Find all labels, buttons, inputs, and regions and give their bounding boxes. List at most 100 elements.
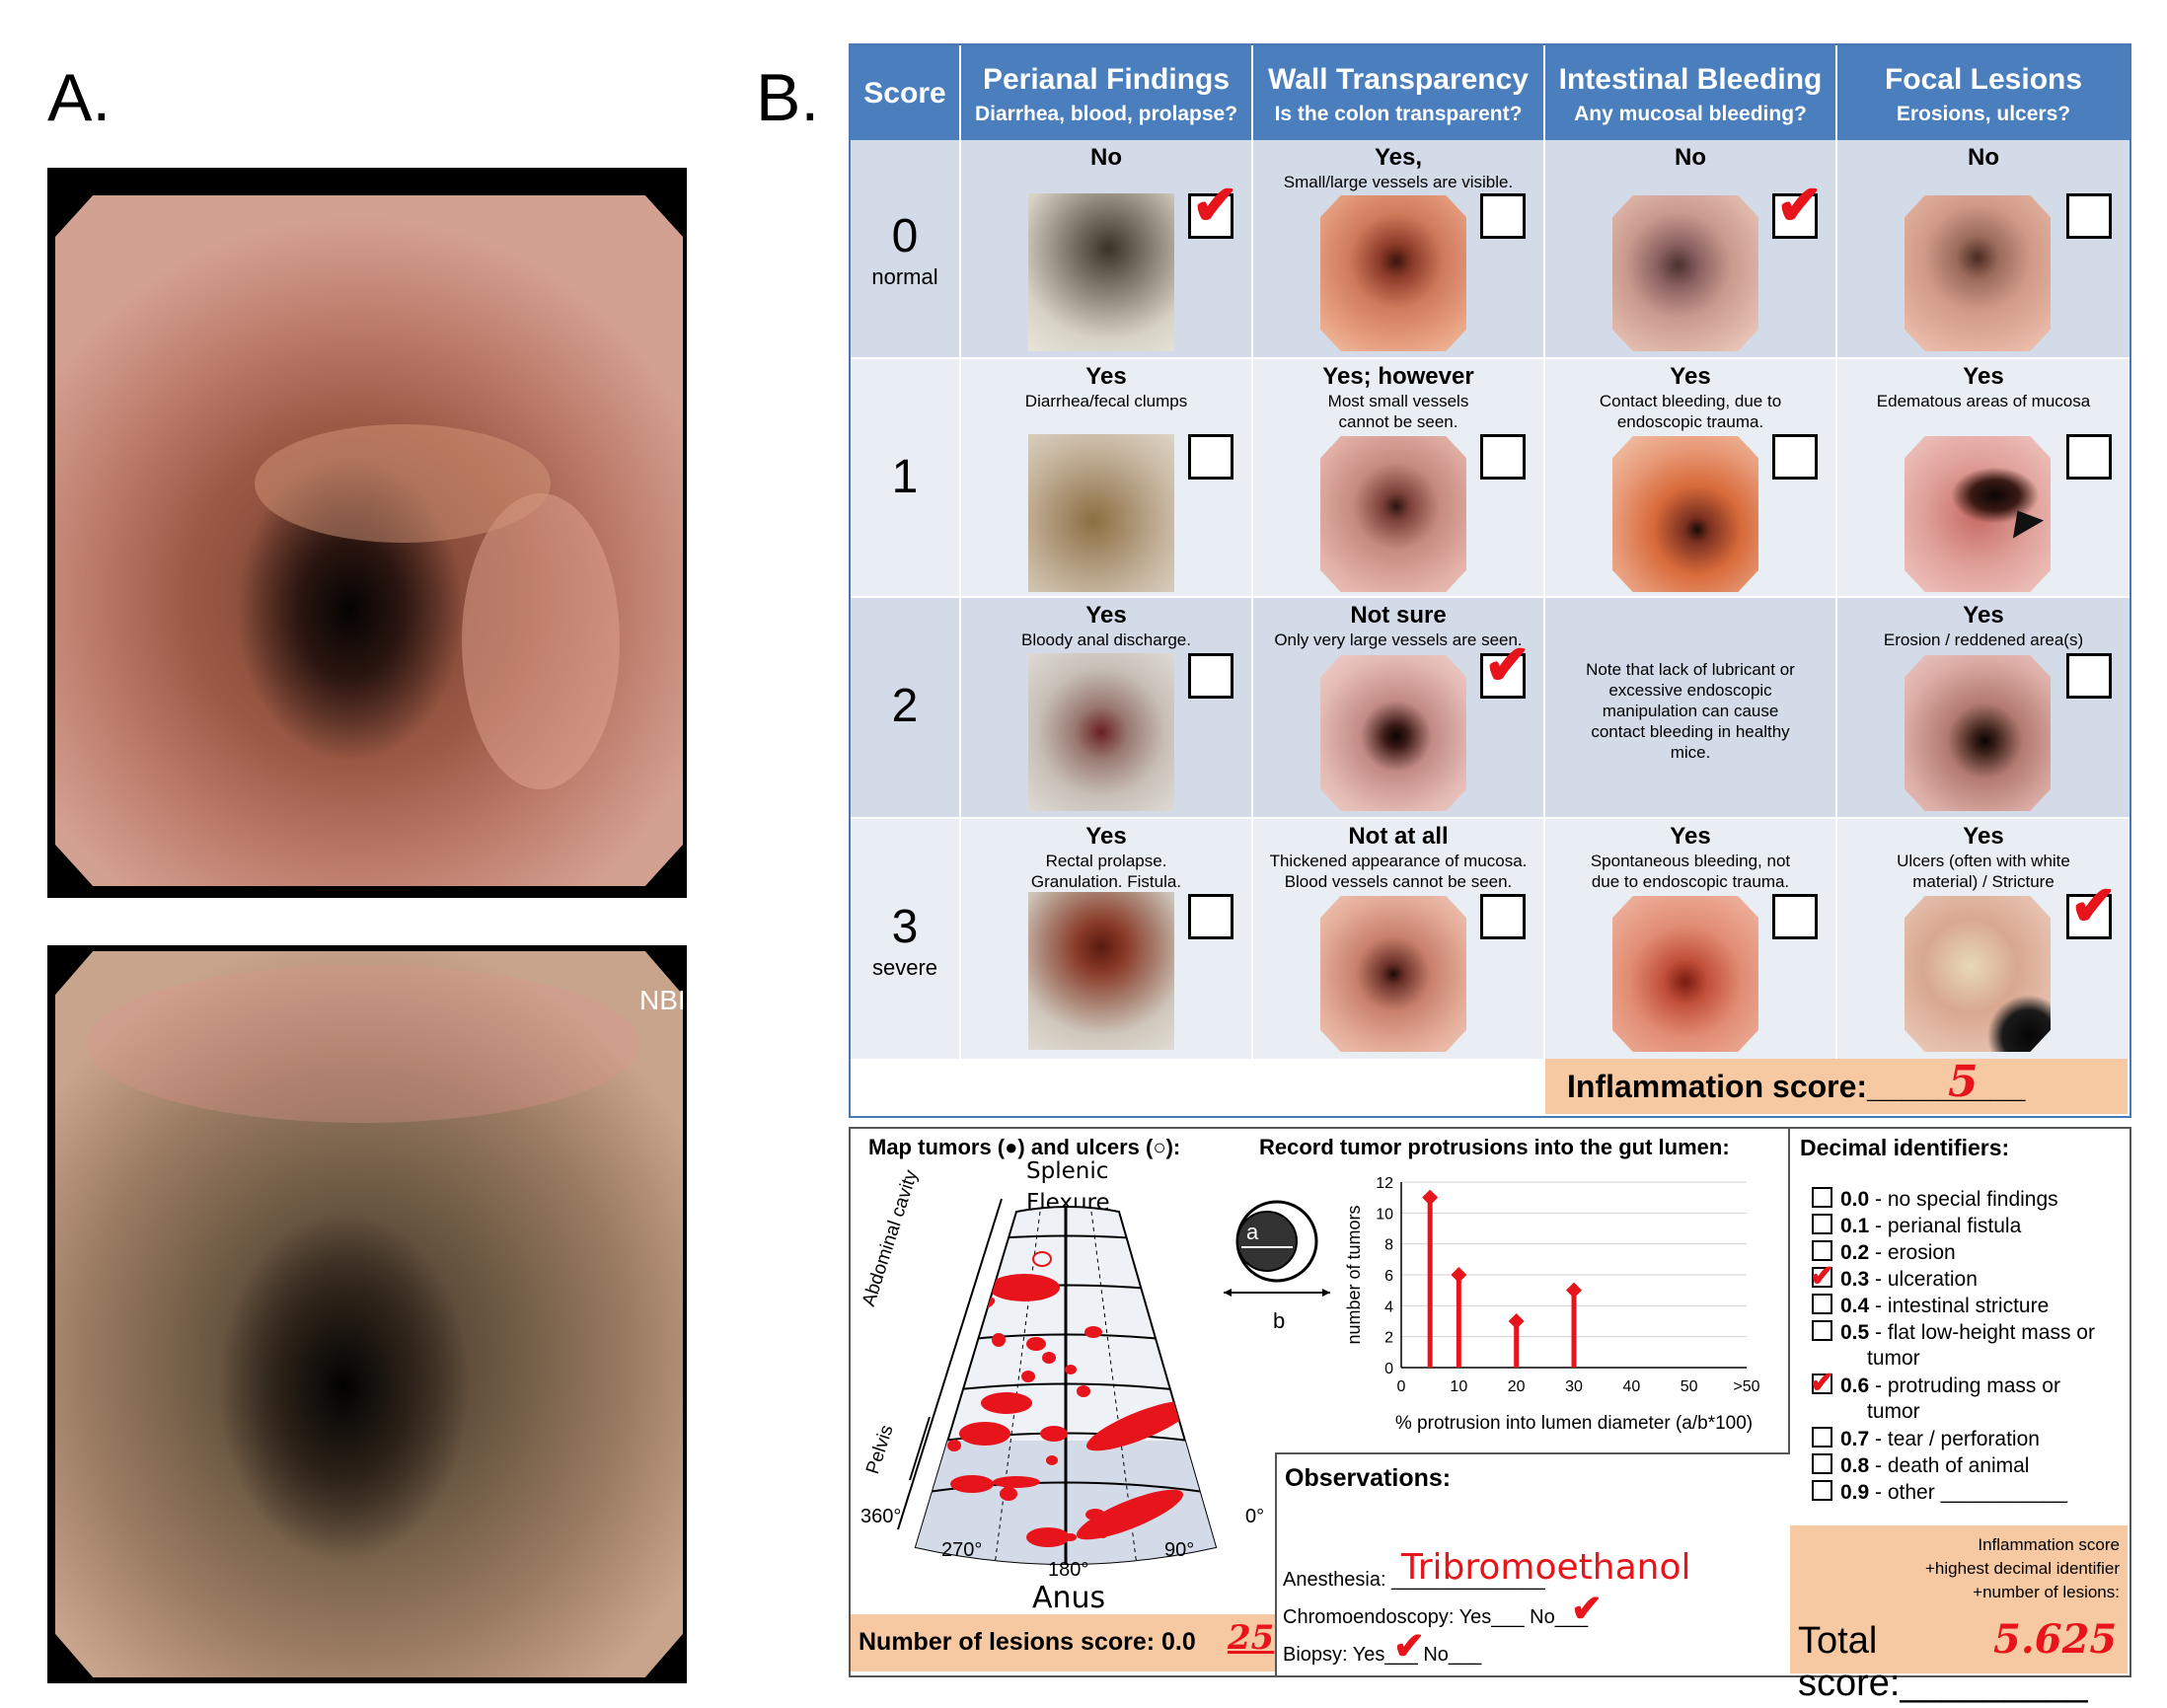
decimal-code: 0.0 <box>1840 1188 1870 1211</box>
checkbox-r1-perianal[interactable] <box>1188 434 1233 480</box>
biopsy-yes-check: ✔ <box>1393 1626 1425 1668</box>
checkbox-r1-focal[interactable] <box>2066 434 2112 480</box>
decimal-item: 0.0 - no special findings <box>1812 1187 2058 1212</box>
decimal-text: - protruding mass or <box>1869 1374 2060 1397</box>
total-note-1: Inflammation score <box>1978 1535 2120 1554</box>
header-wall-transparency: Wall Transparency Is the colon transpare… <box>1253 45 1543 140</box>
colon-image <box>1612 436 1758 592</box>
cell-description: Contact bleeding, due to endoscopic trau… <box>1599 392 1782 431</box>
cell-description: Thickened appearance of mucosa. Blood ve… <box>1269 852 1528 891</box>
cell-answer: No <box>1968 144 1999 171</box>
checkbox-r3-focal[interactable] <box>2066 894 2112 939</box>
decimal-checkbox[interactable] <box>1812 1480 1832 1501</box>
colon-image <box>1905 436 2051 592</box>
endoscopy-image-nbi <box>55 951 683 1677</box>
x-tick-label: 20 <box>1508 1378 1526 1395</box>
cell-answer: Yes <box>1085 823 1127 850</box>
colon-image <box>1905 896 2051 1052</box>
decimal-code: 0.1 <box>1840 1215 1870 1237</box>
cell-description: Rectal prolapse. Granulation. Fistula. <box>1030 852 1182 891</box>
checkbox-r1-wall[interactable] <box>1480 434 1526 480</box>
header-score-label: Score <box>863 77 946 110</box>
cell-r2-wall: Not sure Only very large vessels are see… <box>1253 602 1543 650</box>
cell-answer: Yes, <box>1374 144 1423 171</box>
checkbox-r0-focal[interactable] <box>2066 193 2112 239</box>
decimal-checkbox[interactable] <box>1812 1374 1832 1394</box>
colon-image <box>1905 195 2051 351</box>
decimal-checkbox[interactable] <box>1812 1267 1832 1288</box>
check-mark: ✔ <box>1484 633 1531 696</box>
x-tick-label: 10 <box>1450 1378 1467 1395</box>
score-1: 1 <box>891 451 919 503</box>
decimal-item: 0.7 - tear / perforation <box>1812 1427 2040 1451</box>
inflammation-score-box: Inflammation score:_________ 5 <box>1545 1057 2128 1114</box>
anesthesia-label: Anesthesia: ______________ <box>1283 1569 1545 1591</box>
decimal-code: 0.9 <box>1840 1481 1870 1504</box>
checkbox-r1-bleeding[interactable] <box>1772 434 1818 480</box>
checkbox-r2-wall[interactable] <box>1480 653 1526 699</box>
header-intestinal-bleeding: Intestinal Bleeding Any mucosal bleeding… <box>1545 45 1835 140</box>
checkbox-r3-perianal[interactable] <box>1188 894 1233 939</box>
checkbox-r2-perianal[interactable] <box>1188 653 1233 699</box>
decimal-item: tumor <box>1812 1400 1920 1424</box>
colon-image <box>1612 896 1758 1052</box>
nbi-pink-rim <box>87 965 639 1123</box>
decimal-checkbox[interactable] <box>1812 1453 1832 1474</box>
cell-r3-focal: Yes Ulcers (often with white material) /… <box>1837 823 2130 892</box>
cell-description: Bloody anal discharge. <box>1020 631 1191 649</box>
x-tick-label: 40 <box>1622 1378 1640 1395</box>
map-bottom-label: Anus <box>1032 1581 1106 1615</box>
decimal-checkbox[interactable] <box>1812 1294 1832 1314</box>
header-focal-lesions: Focal Lesions Erosions, ulcers? <box>1837 45 2130 140</box>
decimal-checkbox[interactable] <box>1812 1427 1832 1448</box>
decimal-item: 0.4 - intestinal stricture <box>1812 1294 2049 1318</box>
decimal-checkbox[interactable] <box>1812 1214 1832 1234</box>
checkbox-r3-wall[interactable] <box>1480 894 1526 939</box>
cell-description: Small/large vessels are visible. <box>1283 173 1514 191</box>
decimal-checkbox[interactable] <box>1812 1320 1832 1341</box>
cell-answer: Yes <box>1085 363 1127 390</box>
decimal-checkbox[interactable] <box>1812 1240 1832 1261</box>
panel-a-label: A. <box>47 60 112 135</box>
score-3: 3 <box>891 901 919 953</box>
anesthesia-value: Tribromoethanol <box>1401 1547 1691 1588</box>
lesions-score-box: Number of lesions score: 0.0 25 <box>851 1614 1275 1671</box>
y-tick-label: 0 <box>1384 1361 1393 1377</box>
total-score-box: Inflammation score +highest decimal iden… <box>1790 1525 2128 1704</box>
decimal-text: - death of animal <box>1869 1454 2030 1477</box>
decimal-title: Decimal identifiers: <box>1800 1135 2010 1160</box>
x-tick-label: 50 <box>1681 1378 1698 1395</box>
y-tick-label: 8 <box>1384 1237 1393 1254</box>
colon-map-diagram <box>897 1198 1218 1565</box>
decimal-code: 0.2 <box>1840 1241 1870 1264</box>
cell-r1-wall: Yes; however Most small vessels cannot b… <box>1253 363 1543 432</box>
check-mark: ✔ <box>1776 174 1823 236</box>
checkbox-r0-wall[interactable] <box>1480 193 1526 239</box>
cell-r1-perianal: Yes Diarrhea/fecal clumps <box>961 363 1251 411</box>
observations-title: Observations: <box>1285 1464 1452 1492</box>
decimal-text: - tear / perforation <box>1869 1428 2040 1450</box>
decimal-checkbox[interactable] <box>1812 1187 1832 1208</box>
cell-description: Erosion / reddened area(s) <box>1883 631 2084 649</box>
checkbox-r2-focal[interactable] <box>2066 653 2112 699</box>
checkbox-r3-bleeding[interactable] <box>1772 894 1818 939</box>
cell-answer: Not sure <box>1350 602 1447 629</box>
decimal-item: 0.5 - flat low-height mass or <box>1812 1320 2095 1345</box>
mucosal-fold-highlight <box>462 493 620 789</box>
score-2: 2 <box>891 680 919 732</box>
cell-r0-wall: Yes, Small/large vessels are visible. <box>1253 144 1543 192</box>
decimal-code: 0.3 <box>1840 1268 1870 1291</box>
decimal-item: 0.9 - other ___________ <box>1812 1480 2067 1505</box>
header-title: Intestinal Bleeding <box>1558 63 1823 96</box>
cell-answer: Yes <box>1963 363 2004 390</box>
cell-answer: Yes <box>1085 602 1127 629</box>
scoring-table: Score Perianal Findings Diarrhea, blood,… <box>849 43 2131 1118</box>
decimal-text: - ulceration <box>1869 1268 1978 1291</box>
y-tick-label: 2 <box>1384 1330 1393 1347</box>
decimal-item: 0.1 - perianal fistula <box>1812 1214 2021 1238</box>
checkbox-r0-bleeding[interactable] <box>1772 193 1818 239</box>
y-tick-label: 6 <box>1384 1268 1393 1285</box>
checkbox-r0-perianal[interactable] <box>1188 193 1233 239</box>
column-separator <box>1543 140 1545 1059</box>
deg-180: 180° <box>1048 1559 1089 1581</box>
